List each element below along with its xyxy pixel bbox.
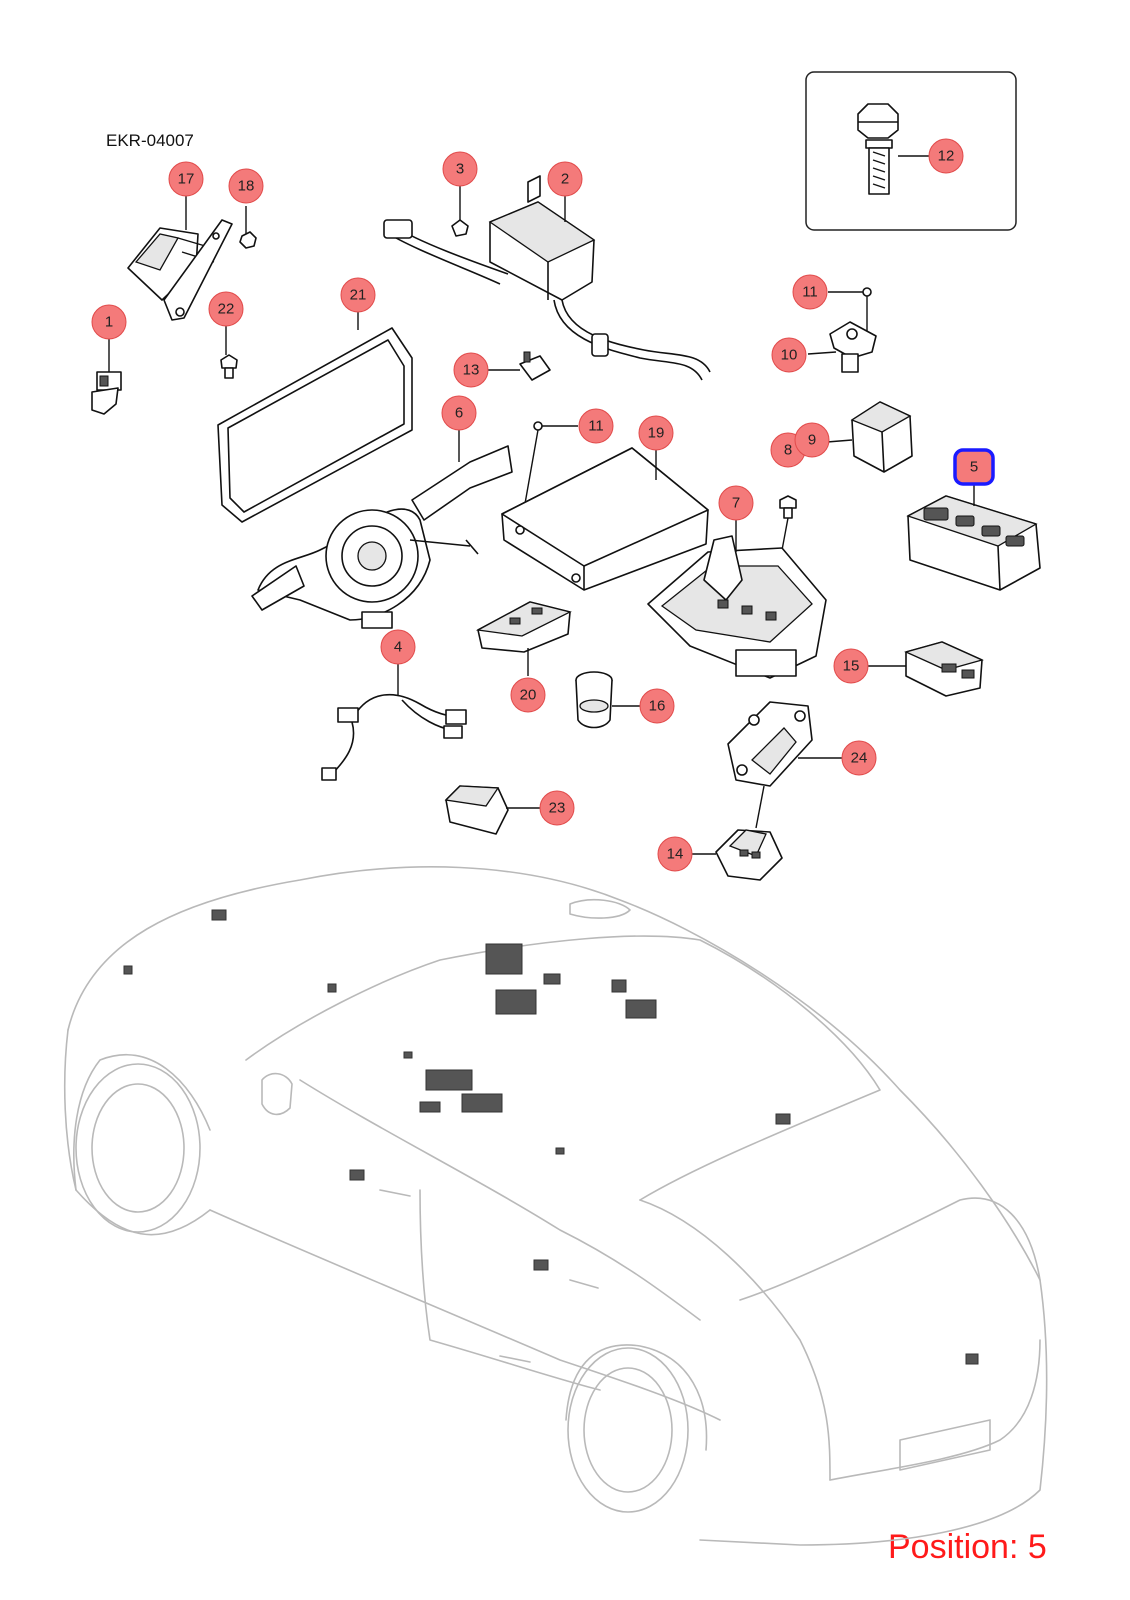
part-15[interactable] xyxy=(904,641,984,697)
callout-23[interactable]: 23 xyxy=(539,790,575,826)
callout-2[interactable]: 2 xyxy=(547,161,583,197)
part-17[interactable] xyxy=(127,219,233,321)
part-18[interactable] xyxy=(239,231,257,249)
part-22[interactable] xyxy=(220,354,238,379)
callout-5-highlighted[interactable]: 5 xyxy=(953,448,995,486)
callout-22[interactable]: 22 xyxy=(208,291,244,327)
part-24[interactable] xyxy=(727,701,813,787)
callout-4[interactable]: 4 xyxy=(380,629,416,665)
part-10[interactable] xyxy=(829,321,877,373)
callout-1[interactable]: 1 xyxy=(91,304,127,340)
part-3[interactable] xyxy=(451,219,469,237)
position-indicator: Position: 5 xyxy=(888,1528,1047,1566)
callout-15[interactable]: 15 xyxy=(833,648,869,684)
part-6[interactable] xyxy=(251,445,513,629)
inset-frame xyxy=(805,71,1017,231)
callout-13[interactable]: 13 xyxy=(453,352,489,388)
callout-7[interactable]: 7 xyxy=(718,485,754,521)
part-16[interactable] xyxy=(575,671,613,729)
callout-11-lower[interactable]: 11 xyxy=(578,408,614,444)
diagram-reference: EKR-04007 xyxy=(106,131,194,150)
leader-lines xyxy=(108,155,975,855)
callout-18[interactable]: 18 xyxy=(228,168,264,204)
callout-9[interactable]: 9 xyxy=(794,422,830,458)
part-23[interactable] xyxy=(444,785,509,835)
callout-17[interactable]: 17 xyxy=(168,161,204,197)
part-20[interactable] xyxy=(475,601,572,653)
part-5[interactable] xyxy=(906,495,1041,591)
part-7[interactable] xyxy=(647,535,827,679)
part-2[interactable] xyxy=(383,175,711,381)
part-1[interactable] xyxy=(91,371,122,415)
callout-24[interactable]: 24 xyxy=(841,740,877,776)
part-13[interactable] xyxy=(519,351,551,381)
vehicle-parts-locations xyxy=(123,909,979,1365)
callout-12[interactable]: 12 xyxy=(928,138,964,174)
callout-16[interactable]: 16 xyxy=(639,688,675,724)
part-9[interactable] xyxy=(850,401,913,473)
callout-11-upper[interactable]: 11 xyxy=(792,274,828,310)
callout-20[interactable]: 20 xyxy=(510,677,546,713)
part-4[interactable] xyxy=(321,693,467,781)
callout-10[interactable]: 10 xyxy=(771,337,807,373)
callout-6[interactable]: 6 xyxy=(441,395,477,431)
callout-14[interactable]: 14 xyxy=(657,836,693,872)
callout-3[interactable]: 3 xyxy=(442,151,478,187)
part-19[interactable] xyxy=(501,447,709,591)
part-21-display[interactable] xyxy=(217,327,413,523)
vehicle-outline xyxy=(63,866,1048,1546)
bolt-part-12[interactable] xyxy=(857,103,899,195)
callout-21[interactable]: 21 xyxy=(340,277,376,313)
part-14[interactable] xyxy=(715,829,783,881)
callout-19[interactable]: 19 xyxy=(638,415,674,451)
